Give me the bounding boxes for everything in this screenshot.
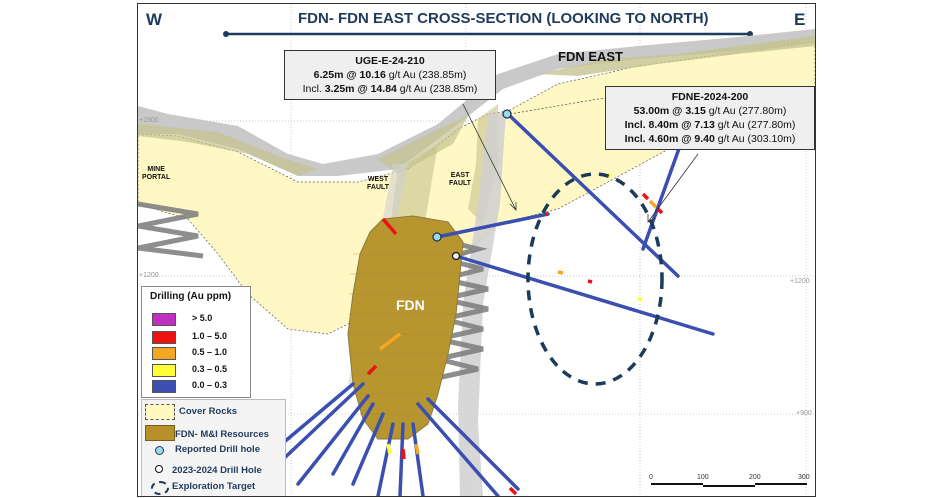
swatch-0-3-0-5 [152,364,176,377]
cross-section-map: W E FDN- FDN EAST CROSS-SECTION (LOOKING… [137,3,816,497]
drilling-legend-title: Drilling (Au ppm) [150,291,232,302]
drill-hole-2023-marker [451,251,461,261]
section-title: FDN- FDN EAST CROSS-SECTION (LOOKING TO … [298,10,709,27]
exploration-target-icon [151,481,169,495]
swatch-0-0-3 [152,380,176,393]
swatch-gt-5 [152,313,176,326]
scale-bar [651,483,807,487]
hole-id: UGE-E-24-210 [355,55,425,67]
elevation-label-900: +900 [796,410,812,417]
drilling-legend: Drilling (Au ppm) > 5.0 1.0 – 5.0 0.5 – … [141,286,251,398]
new-drill-hole-icon [155,465,163,473]
fdn-resources-body [347,215,464,440]
features-legend: Cover Rocks FDN- M&I Resources Reported … [141,399,286,496]
callout-fdne-2024-200: FDNE-2024-200 53.00m @ 3.15 g/t Au (277.… [605,86,815,150]
elevation-label-1200-left: +1200 [139,272,159,279]
scale-tick-100: 100 [697,474,709,481]
reported-drill-hole-marker-east [502,109,512,119]
scale-tick-200: 200 [749,474,761,481]
callout-leaders [462,103,699,223]
mine-portal-label: MINE PORTAL [142,166,171,181]
topography-band [138,29,815,176]
assay-intervals [366,172,664,496]
east-label: E [794,10,806,29]
hole-id: FDNE-2024-200 [671,91,749,103]
reported-drill-hole-icon [155,446,164,455]
west-label: W [146,10,163,29]
east-fault-band [458,112,506,496]
elevation-label-1200-right: +1200 [790,278,810,285]
cover-rocks-swatch [145,404,175,420]
callout-uge-e-24-210: UGE-E-24-210 6.25m @ 10.16 g/t Au (238.8… [284,50,496,100]
elevation-label-1500: +1500 [139,117,159,124]
reported-drill-hole-marker [432,232,442,242]
swatch-0-5-1 [152,347,176,360]
fdn-east-label: FDN EAST [558,49,623,64]
resources-swatch [145,425,175,441]
scale-tick-300: 300 [798,474,810,481]
exploration-target-ellipse [526,172,664,386]
map-canvas [138,4,815,496]
fdn-label: FDN [396,297,425,313]
title-arrow [223,31,753,37]
scale-tick-0: 0 [649,474,653,481]
west-fault-label: WEST FAULT [367,176,390,191]
east-fault-label: EAST FAULT [449,172,472,187]
swatch-1-5 [152,331,176,344]
